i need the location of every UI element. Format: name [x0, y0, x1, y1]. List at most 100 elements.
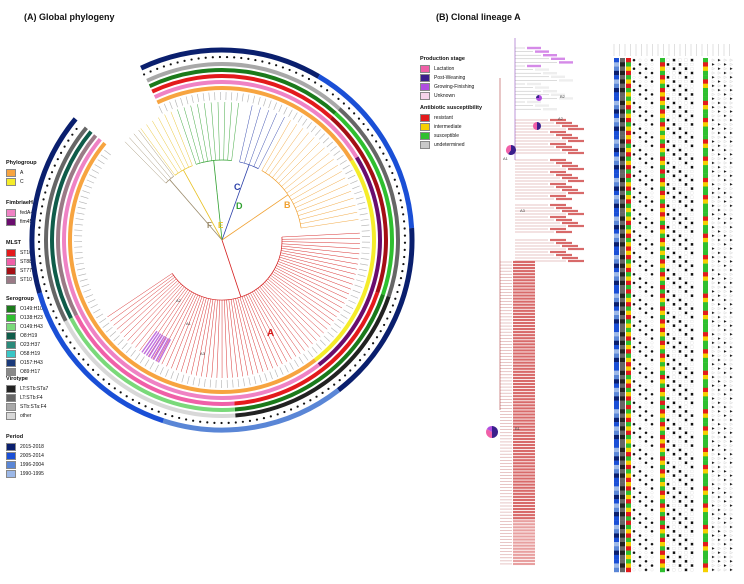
matrix-cell: [614, 310, 619, 316]
matrix-marker: [644, 290, 648, 293]
matrix-marker: [684, 439, 688, 443]
matrix-marker: [638, 238, 642, 242]
matrix-marker: [684, 178, 688, 182]
matrix-cell: [626, 165, 631, 170]
matrix-marker: [678, 379, 682, 383]
matrix-cell: [660, 374, 665, 380]
matrix-marker: [672, 401, 676, 405]
matrix-marker: [684, 392, 688, 396]
matrix-cell: [620, 507, 625, 513]
matrix-marker: [638, 482, 642, 486]
tip-label: [79, 278, 88, 282]
tree-tip-branch: [152, 291, 193, 360]
matrix-marker: [678, 127, 682, 131]
tip-label: [241, 93, 244, 102]
matrix-marker: [632, 97, 636, 101]
matrix-marker: [638, 88, 642, 92]
matrix-marker: [672, 122, 676, 126]
matrix-marker: [678, 384, 682, 388]
isolate-marker: [190, 58, 193, 61]
matrix-marker: [672, 178, 676, 182]
matrix-marker: [729, 461, 733, 465]
matrix-marker: [638, 491, 642, 495]
matrix-marker: [723, 88, 727, 92]
matrix-marker: [717, 422, 721, 426]
matrix-marker: [684, 187, 688, 191]
matrix-cell: [626, 267, 631, 273]
isolate-marker: [218, 55, 222, 59]
isolate-marker: [73, 347, 76, 350]
matrix-marker: [711, 157, 715, 161]
tree-tip-branch: [248, 110, 269, 165]
matrix-marker: [672, 418, 676, 422]
matrix-marker: [644, 564, 648, 567]
matrix-cell: [703, 276, 708, 281]
matrix-cell: [614, 259, 619, 264]
tip-label-box: [513, 312, 535, 315]
tree-tip-branch: [258, 116, 285, 169]
tree-tip-branch: [250, 292, 288, 362]
matrix-marker: [650, 427, 654, 430]
matrix-marker: [666, 135, 670, 139]
tip-label-box: [513, 413, 535, 416]
matrix-marker: [638, 247, 642, 251]
matrix-cell: [660, 186, 665, 191]
matrix-marker: [723, 392, 727, 396]
matrix-marker: [678, 559, 682, 563]
matrix-cell: [703, 494, 708, 500]
tip-label: [163, 103, 168, 112]
matrix-cell: [626, 62, 631, 67]
matrix-marker: [666, 358, 670, 362]
matrix-marker: [690, 538, 694, 542]
matrix-marker: [650, 474, 654, 478]
matrix-marker: [632, 174, 636, 178]
matrix-cell: [703, 229, 708, 234]
matrix-marker: [678, 354, 682, 358]
matrix-marker: [632, 187, 636, 191]
matrix-marker: [729, 324, 733, 328]
matrix-cell: [660, 332, 665, 337]
matrix-marker: [672, 221, 676, 225]
tree-branch: [261, 170, 302, 229]
tip-label: [74, 229, 83, 231]
matrix-marker: [717, 487, 721, 490]
matrix-marker: [672, 264, 676, 268]
matrix-marker: [666, 251, 670, 255]
tip-label-box: [559, 61, 573, 64]
matrix-marker: [678, 217, 682, 221]
legend-swatch: [6, 313, 16, 322]
matrix-marker: [666, 255, 670, 259]
matrix-marker: [729, 474, 733, 478]
clade-label-b: B: [284, 200, 291, 210]
matrix-marker: [638, 131, 642, 135]
highlighted-tip: [141, 330, 158, 353]
tip-label: [284, 365, 289, 373]
matrix-marker: [690, 521, 694, 525]
matrix-marker: [690, 354, 694, 358]
matrix-marker: [723, 230, 727, 233]
matrix-marker: [690, 371, 694, 375]
matrix-marker: [711, 264, 715, 268]
matrix-cell: [614, 520, 619, 526]
matrix-marker: [723, 332, 727, 336]
legend-swatch: [6, 393, 16, 402]
matrix-marker: [644, 118, 648, 122]
matrix-cell: [660, 554, 665, 560]
matrix-marker: [644, 414, 648, 418]
matrix-marker: [678, 358, 682, 362]
matrix-marker: [723, 358, 727, 362]
matrix-cell: [614, 366, 619, 371]
matrix-marker: [717, 491, 721, 495]
matrix-marker: [711, 71, 715, 75]
matrix-cell: [614, 554, 619, 560]
matrix-cell: [626, 404, 631, 410]
matrix-marker: [684, 422, 688, 426]
matrix-marker: [723, 272, 727, 276]
matrix-marker: [717, 225, 721, 229]
matrix-marker: [666, 337, 670, 340]
matrix-marker: [684, 63, 688, 66]
matrix-cell: [614, 332, 619, 337]
isolate-marker: [240, 56, 243, 60]
matrix-marker: [729, 71, 733, 75]
